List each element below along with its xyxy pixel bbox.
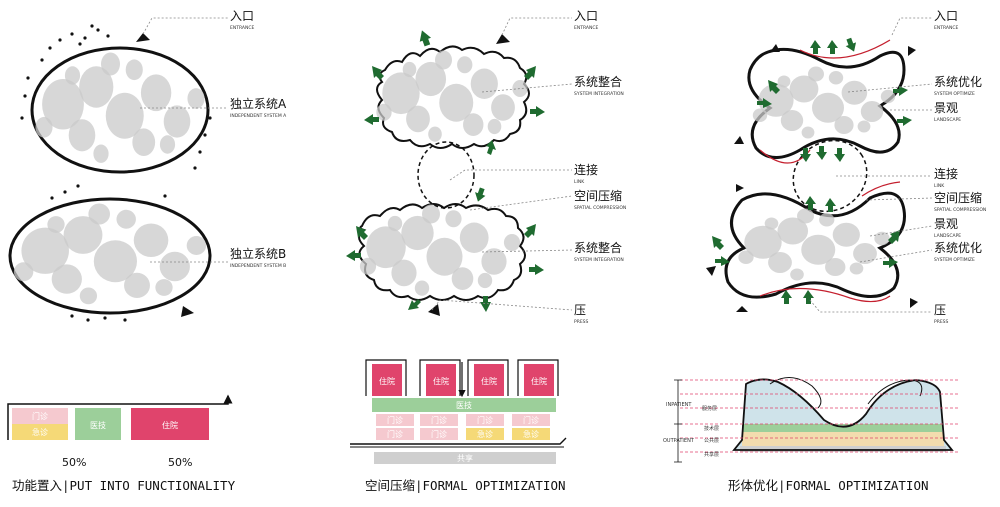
label-landscape-2-en: LANDSCAPE — [934, 233, 961, 239]
label-landscape-1-en: LANDSCAPE — [934, 117, 961, 123]
label-link-3: 连接 — [934, 166, 958, 181]
block-clinic — [12, 408, 68, 424]
press-marker-2 — [428, 304, 440, 316]
clinic-2a: 门诊 — [387, 415, 403, 425]
block-ward-label: 住院 — [162, 420, 178, 430]
label-press-3-en: PRESS — [934, 319, 949, 325]
label-compress-2-en: SPATIAL COMPRESSION — [574, 205, 626, 211]
optimize-arrows — [712, 37, 912, 304]
label-integrate-2: 系统整合 — [574, 240, 622, 255]
label-compress-3: 空间压缩 — [934, 190, 982, 205]
flow-line-1 — [7, 394, 233, 440]
label-optimize-1: 系统优化 — [934, 75, 982, 89]
label-compress-3-en: SPATIAL COMPRESSION — [934, 207, 986, 213]
label-optimize-2-en: SYSTEM OPTIMIZE — [934, 257, 975, 263]
emergency-2a: 急诊 — [477, 429, 493, 439]
block-medtech-label: 医技 — [90, 420, 106, 430]
clinic-2c: 门诊 — [477, 415, 493, 425]
medtech-2: 医技 — [456, 400, 472, 410]
label-entrance-3: 入口 — [934, 9, 958, 23]
level-shared: 共享层 — [704, 451, 719, 458]
label-integrate-1: 系统整合 — [574, 74, 622, 89]
level-inpatient: INPATIENT — [666, 402, 692, 408]
label-press-2: 压 — [574, 303, 586, 317]
panel-2: 入口 ENTRANCE 系统整合 SYSTEM INTEGRATION 连接 L… — [346, 9, 626, 493]
label-system-b: 独立系统B — [230, 246, 286, 261]
label-system-a-en: INDEPENDENT SYSTEM A — [230, 113, 287, 119]
emergency-2b: 急诊 — [523, 429, 539, 439]
link-ellipse — [417, 141, 475, 209]
press-arrows — [346, 30, 545, 312]
label-optimize-2: 系统优化 — [934, 241, 982, 255]
caption-1: 功能置入|PUT INTO FUNCTIONALITY — [12, 478, 236, 493]
ward-2: 住院 — [433, 376, 449, 386]
label-system-b-en: INDEPENDENT SYSTEM B — [230, 263, 286, 269]
label-integrate-1-en: SYSTEM INTEGRATION — [574, 91, 624, 97]
entrance-marker-2 — [496, 34, 510, 44]
shared-2: 共享 — [457, 453, 473, 463]
block-emergency — [12, 424, 68, 440]
pct-1: 50% — [62, 456, 86, 469]
label-entrance-2: 入口 — [574, 9, 598, 23]
label-press-3: 压 — [934, 303, 946, 317]
clinic-2b: 门诊 — [431, 415, 447, 425]
label-compress-2: 空间压缩 — [574, 188, 622, 203]
label-press-2-en: PRESS — [574, 319, 589, 325]
label-link-2: 连接 — [574, 162, 598, 177]
label-entrance-3-en: ENTRANCE — [934, 25, 958, 31]
level-public: 公共层 — [704, 437, 719, 444]
section-2: 住院 住院 住院 住院 医技 门诊 门诊 门诊 门诊 门诊 门诊 急诊 急诊 共… — [350, 359, 567, 464]
corner-markers — [706, 44, 918, 312]
caption-3: 形体优化|FORMAL OPTIMIZATION — [728, 478, 929, 493]
label-system-a: 独立系统A — [230, 96, 287, 111]
label-integrate-2-en: SYSTEM INTEGRATION — [574, 257, 624, 263]
clinic-2f: 门诊 — [431, 429, 447, 439]
block-medtech — [75, 408, 121, 440]
label-landscape-2: 景观 — [934, 217, 958, 231]
label-entrance-1: 入口 — [230, 9, 254, 23]
label-link-3-en: LINK — [934, 183, 945, 189]
level-tech: 技术层 — [704, 425, 719, 432]
entrance-marker — [136, 33, 150, 42]
panel-3: 入口 ENTRANCE 系统优化 SYSTEM OPTIMIZE 景观 LAND… — [663, 9, 986, 493]
block-ward — [131, 408, 209, 440]
level-outpatient: OUTPATIENT — [663, 438, 695, 444]
entrance-marker-b — [181, 306, 194, 317]
block-emergency-label: 急诊 — [32, 427, 48, 437]
clinic-2d: 门诊 — [523, 415, 539, 425]
level-service: 服务层 — [702, 405, 717, 412]
clinic-2e: 门诊 — [387, 429, 403, 439]
ward-4: 住院 — [531, 376, 547, 386]
flow-dots — [20, 24, 212, 322]
label-landscape-1: 景观 — [934, 101, 958, 115]
panel-1: 入口 ENTRANCE 独立系统A INDEPENDENT SYSTEM A 独… — [7, 9, 287, 493]
link-ellipse-3 — [792, 139, 868, 213]
label-optimize-1-en: SYSTEM OPTIMIZE — [934, 91, 975, 97]
label-entrance-1-en: ENTRANCE — [230, 25, 254, 31]
pct-2: 50% — [168, 456, 192, 469]
ward-1: 住院 — [379, 376, 395, 386]
caption-2: 空间压缩|FORMAL OPTIMIZATION — [365, 478, 566, 493]
block-clinic-label: 门诊 — [32, 411, 48, 421]
label-link-2-en: LINK — [574, 179, 585, 185]
section-3: INPATIENT OUTPATIENT 服务层 技术层 公共层 共享层 — [663, 377, 960, 463]
ward-3: 住院 — [481, 376, 497, 386]
label-entrance-2-en: ENTRANCE — [574, 25, 598, 31]
